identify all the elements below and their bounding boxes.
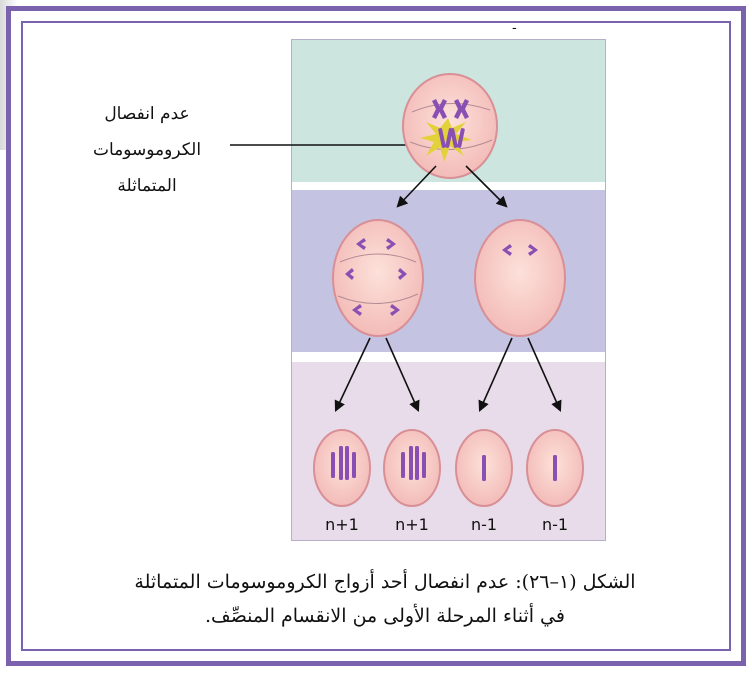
gamete-label-2: n+1	[382, 515, 442, 534]
nondisjunction-label: عدم انفصال الكروموسومات المتماثلة	[52, 96, 242, 204]
gamete-cell-2	[384, 430, 440, 506]
nondisjunction-label-line1: عدم انفصال الكروموسومات	[52, 96, 242, 168]
gamete-cell-3	[456, 430, 512, 506]
arrow-to-gamete-3	[480, 338, 512, 410]
arrow-to-daughter-right	[466, 166, 506, 206]
gamete-label-4: n-1	[525, 515, 585, 534]
nondisjunction-label-line2: المتماثلة	[52, 168, 242, 204]
figure-caption: الشكل (١–٢٦): عدم انفصال أحد أزواج الكرو…	[60, 565, 710, 633]
arrow-to-daughter-left	[398, 166, 436, 206]
parent-cell	[403, 74, 497, 178]
gamete-cell-1	[314, 430, 370, 506]
gamete-cell-4	[527, 430, 583, 506]
caption-line2: في أثناء المرحلة الأولى من الانقسام المن…	[60, 599, 710, 633]
arrow-to-gamete-2	[386, 338, 418, 410]
daughter-cell-missing	[475, 220, 565, 336]
gamete-label-3: n-1	[454, 515, 514, 534]
daughter-cell-extra	[333, 220, 423, 336]
arrow-to-gamete-4	[528, 338, 560, 410]
arrow-to-gamete-1	[336, 338, 370, 410]
caption-line1: الشكل (١–٢٦): عدم انفصال أحد أزواج الكرو…	[60, 565, 710, 599]
gamete-label-1: n+1	[312, 515, 372, 534]
